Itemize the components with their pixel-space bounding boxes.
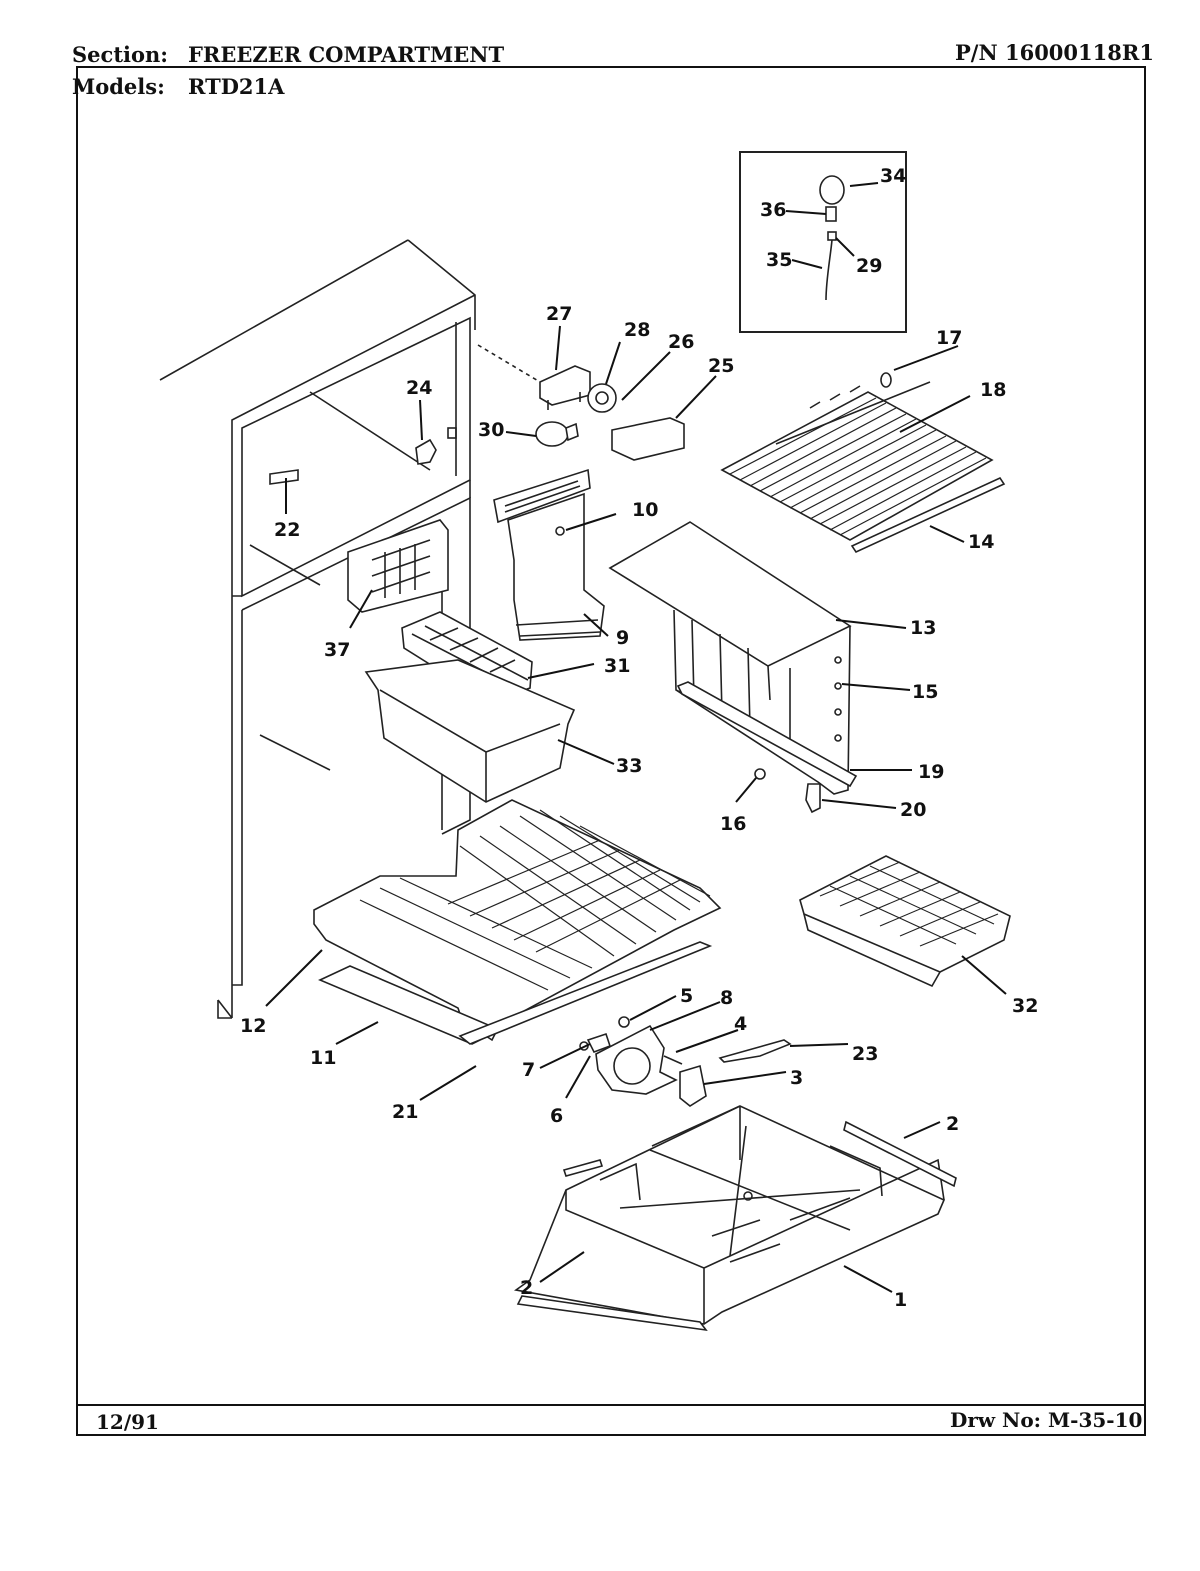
floor-strip-21 — [458, 941, 713, 1045]
callout-4: 4 — [734, 1013, 747, 1035]
valve-34 — [819, 175, 845, 205]
callout-10: 10 — [632, 499, 658, 521]
glass-shelf-group — [608, 521, 858, 814]
callout-9: 9 — [616, 627, 629, 649]
fan-bracket-8 — [595, 1024, 678, 1095]
screw-16 — [754, 768, 766, 780]
callout-26: 26 — [668, 331, 694, 353]
callout-1: 1 — [894, 1289, 907, 1311]
callout-13: 13 — [910, 617, 936, 639]
shelf-rail-19 — [676, 681, 858, 788]
ice-bin-33 — [364, 659, 576, 803]
duct-grille — [493, 468, 591, 524]
callout-25: 25 — [708, 355, 734, 377]
callout-21: 21 — [392, 1101, 418, 1123]
callout-36: 36 — [760, 199, 786, 221]
callout-2-lower: 2 — [520, 1277, 533, 1299]
callout-27: 27 — [546, 303, 572, 325]
callout-30: 30 — [478, 419, 504, 441]
tray-rail-2-lower — [516, 1295, 708, 1332]
callout-31: 31 — [604, 655, 630, 677]
handle-22 — [269, 469, 299, 485]
shelf-trim-14 — [850, 476, 1006, 554]
callout-6: 6 — [550, 1105, 563, 1127]
callout-34: 34 — [880, 165, 906, 187]
callout-2-upper: 2 — [946, 1113, 959, 1135]
callout-14: 14 — [968, 531, 994, 553]
callout-37: 37 — [324, 639, 350, 661]
callout-32: 32 — [1012, 995, 1038, 1017]
callout-29: 29 — [856, 255, 882, 277]
thermostat-24 — [415, 438, 437, 465]
fitting-36 — [825, 206, 837, 222]
callout-15: 15 — [912, 681, 938, 703]
ferrule-29 — [827, 231, 837, 241]
callout-5: 5 — [680, 985, 693, 1007]
ice-components — [347, 519, 576, 803]
basket-32 — [799, 855, 1011, 988]
callout-35: 35 — [766, 249, 792, 271]
light-bulb-30 — [535, 421, 569, 447]
inset-detail-box — [739, 151, 907, 333]
screw-5 — [618, 1016, 630, 1028]
callout-28: 28 — [624, 319, 650, 341]
freezer-floor-group — [313, 799, 722, 1045]
callout-23: 23 — [852, 1043, 878, 1065]
footer-rule — [76, 1404, 1146, 1406]
callout-12: 12 — [240, 1015, 266, 1037]
bottom-tray-group — [513, 1105, 957, 1332]
light-shield-27 — [539, 365, 591, 406]
drawing-frame — [76, 66, 1146, 1436]
duct-9 — [507, 492, 605, 641]
callout-33: 33 — [616, 755, 642, 777]
callout-11: 11 — [310, 1047, 336, 1069]
callout-16: 16 — [720, 813, 746, 835]
callout-7: 7 — [522, 1059, 535, 1081]
callout-22: 22 — [274, 519, 300, 541]
callout-leaders — [265, 182, 1007, 1293]
lamp-cover-25 — [611, 417, 685, 461]
tray-rail-2-upper — [843, 1120, 957, 1188]
models-label: Models: — [72, 74, 165, 99]
part-number: P/N 16000118R1 — [955, 40, 1154, 65]
section-value: FREEZER COMPARTMENT — [188, 42, 505, 67]
insulation-23 — [718, 1039, 792, 1063]
motor-3 — [679, 1064, 707, 1107]
callout-24: 24 — [406, 377, 432, 399]
drawing-number: Drw No: M-35-10 — [950, 1408, 1143, 1432]
air-duct — [493, 468, 605, 641]
bracket-20 — [805, 783, 821, 814]
callout-8: 8 — [720, 987, 733, 1009]
callout-18: 18 — [980, 379, 1006, 401]
callout-3: 3 — [790, 1067, 803, 1089]
callout-20: 20 — [900, 799, 926, 821]
callout-labels: 34 36 35 29 17 18 14 13 15 19 20 16 27 2… — [240, 165, 1038, 1311]
section-label: Section: — [72, 42, 169, 67]
models-value: RTD21A — [188, 74, 285, 99]
drawing-date: 12/91 — [96, 1410, 159, 1434]
callout-17: 17 — [936, 327, 962, 349]
freezer-floor-12 — [313, 799, 722, 1042]
callout-19: 19 — [918, 761, 944, 783]
wire-shelf-group — [720, 372, 1006, 554]
light-assembly — [269, 344, 685, 485]
fan-assembly — [579, 1016, 792, 1107]
lamp-socket-28 — [587, 383, 617, 413]
glass-shelf-13 — [608, 521, 852, 667]
fan-blade-6 — [586, 1032, 612, 1054]
wire-shelf-18 — [720, 391, 994, 541]
shelf-support-17 — [880, 372, 892, 388]
